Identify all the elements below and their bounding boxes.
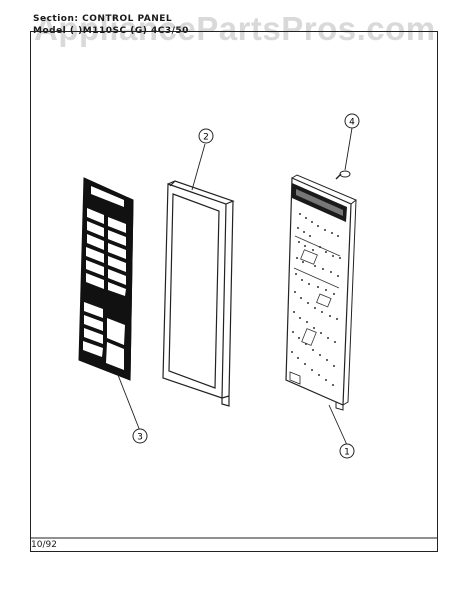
circuit-components bbox=[291, 213, 341, 386]
callout-2-label: 2 bbox=[203, 133, 209, 143]
callout-4-label: 4 bbox=[349, 118, 355, 128]
keypad-overlay-part bbox=[78, 177, 134, 381]
callout-1-label: 1 bbox=[344, 448, 350, 458]
panel-housing-part bbox=[162, 180, 235, 407]
screw-part bbox=[335, 170, 351, 180]
callout-4: 4 bbox=[344, 113, 360, 129]
callout-1: 1 bbox=[339, 443, 355, 459]
watermark-text: AppliancePartsPros.com bbox=[34, 10, 436, 47]
control-board-part bbox=[285, 174, 357, 411]
leader-lines bbox=[117, 127, 353, 446]
callout-3-label: 3 bbox=[137, 433, 143, 443]
callout-3: 3 bbox=[132, 428, 148, 444]
section-title: Section: CONTROL PANEL bbox=[33, 14, 173, 24]
revision-date: 10/92 bbox=[31, 540, 57, 550]
callout-2: 2 bbox=[198, 128, 214, 144]
diagram-frame bbox=[30, 31, 438, 552]
